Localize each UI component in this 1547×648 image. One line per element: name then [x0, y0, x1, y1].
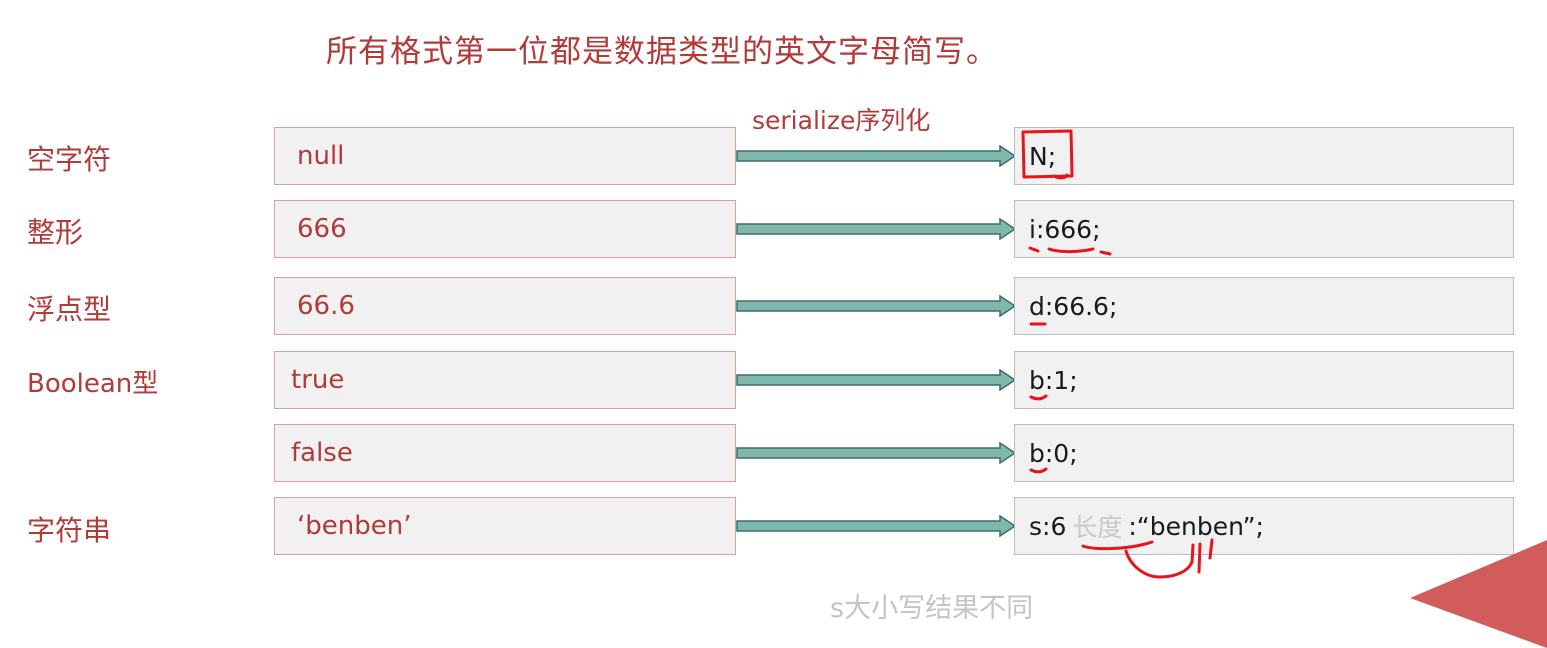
input-box-string: ‘benben’ — [274, 497, 736, 555]
row-label-boolean: Boolean型 — [27, 369, 159, 399]
arrow-right-icon — [736, 295, 1016, 317]
slide-title: 所有格式第一位都是数据类型的英文字母简写。 — [326, 34, 998, 70]
corner-decoration — [1410, 540, 1547, 648]
output-value: d:66.6; — [1029, 291, 1118, 321]
output-suffix: :“benben”; — [1128, 511, 1264, 541]
arrow-right-icon — [736, 442, 1016, 464]
case-sensitivity-note: s大小写结果不同 — [830, 593, 1034, 624]
output-box-true: b:1; — [1014, 351, 1514, 409]
input-value: null — [297, 141, 345, 171]
input-value: ‘benben’ — [297, 511, 412, 541]
input-value: true — [291, 365, 345, 395]
output-value: i:666; — [1029, 214, 1101, 244]
length-annotation: 长度 — [1072, 513, 1123, 542]
output-value: N; — [1029, 141, 1057, 171]
output-prefix: s:6 — [1029, 511, 1067, 541]
input-box-false: false — [274, 424, 736, 482]
output-value: b:0; — [1029, 438, 1078, 468]
arrow-right-icon — [736, 218, 1016, 240]
output-box-null: N; — [1014, 127, 1514, 185]
input-value: 666 — [297, 214, 347, 244]
output-value: b:1; — [1029, 365, 1078, 395]
row-label-null: 空字符 — [27, 143, 112, 176]
serialize-label: serialize序列化 — [752, 106, 931, 135]
row-label-integer: 整形 — [27, 216, 84, 249]
input-box-true: true — [274, 351, 736, 409]
input-box-null: null — [274, 127, 736, 185]
output-box-integer: i:666; — [1014, 200, 1514, 258]
input-box-integer: 666 — [274, 200, 736, 258]
input-box-float: 66.6 — [274, 277, 736, 335]
arrow-right-icon — [736, 145, 1016, 167]
output-box-false: b:0; — [1014, 424, 1514, 482]
output-box-float: d:66.6; — [1014, 277, 1514, 335]
row-label-float: 浮点型 — [27, 293, 112, 326]
arrow-right-icon — [736, 369, 1016, 391]
arrow-right-icon — [736, 515, 1016, 537]
input-value: 66.6 — [297, 291, 355, 321]
input-value: false — [291, 438, 353, 468]
row-label-string: 字符串 — [27, 514, 112, 547]
